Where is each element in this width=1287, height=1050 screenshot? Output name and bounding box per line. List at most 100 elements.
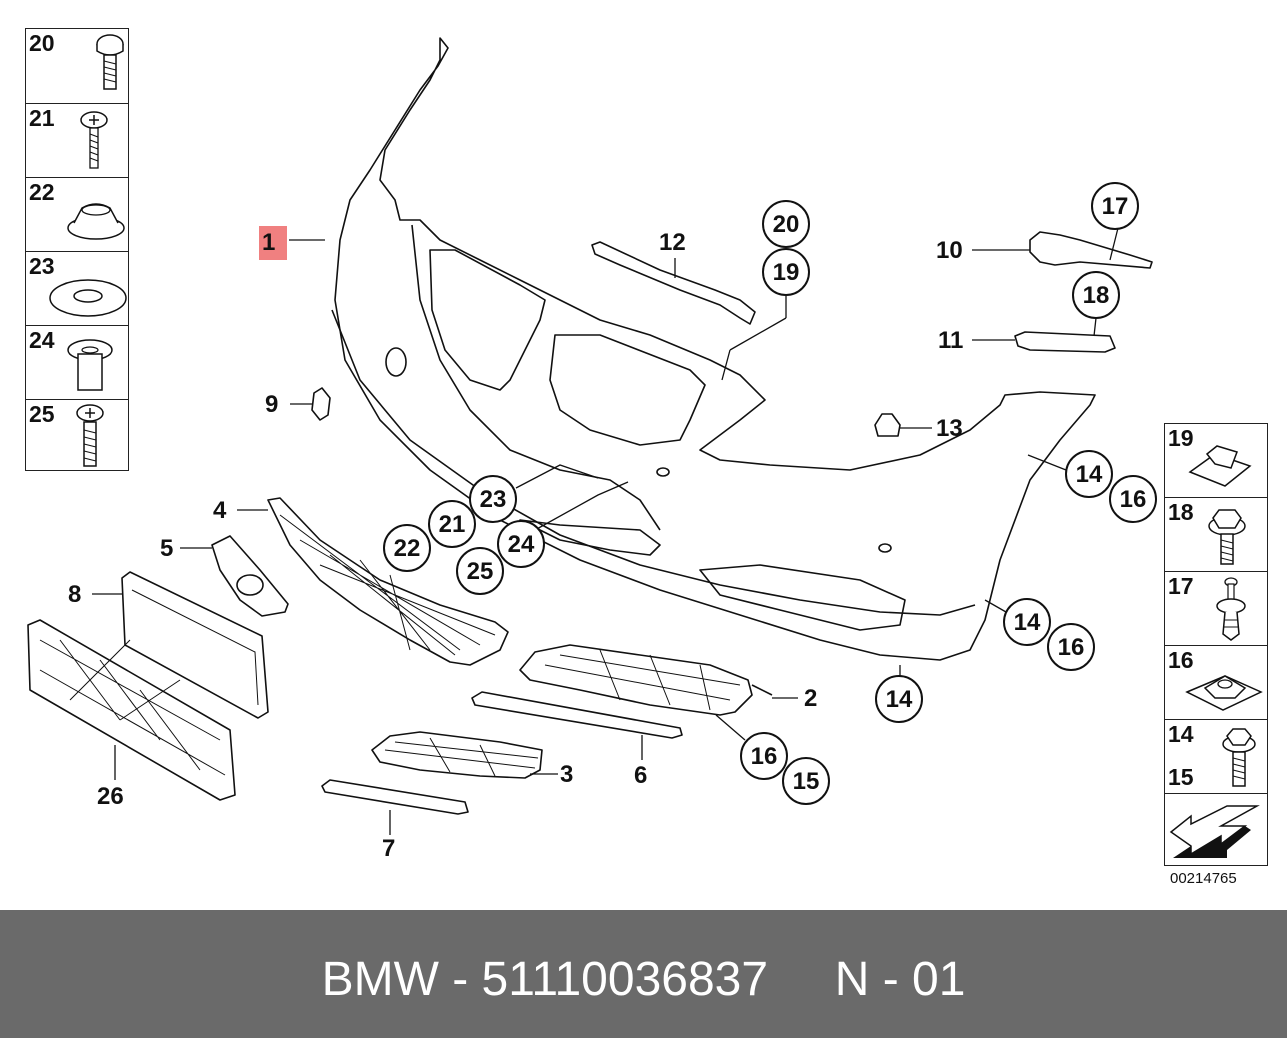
legend-cell-arrow (1165, 793, 1267, 865)
legend-number: 14 (1168, 721, 1194, 747)
part-10-bracket (1029, 231, 1153, 269)
svg-text:20: 20 (773, 211, 800, 238)
highlight-box (259, 226, 287, 260)
circle-label-24: 24 (497, 520, 545, 568)
svg-text:14: 14 (1076, 461, 1103, 488)
circle-label-21: 21 (428, 500, 476, 548)
circle-label-20: 20 (762, 200, 810, 248)
svg-text:16: 16 (1058, 634, 1085, 661)
part-12-strip (591, 241, 756, 325)
circle-label-22: 22 (383, 524, 431, 572)
circle-label-14c: 14 (875, 675, 923, 723)
svg-text:16: 16 (1120, 486, 1147, 513)
expansion-rivet-icon (1216, 577, 1246, 641)
circle-label-15: 15 (782, 757, 830, 805)
part-13-clip (874, 413, 901, 437)
part-11-bracket (1014, 331, 1116, 353)
legend-number: 18 (1168, 499, 1194, 525)
legend-cell-17: 17 (1165, 571, 1267, 645)
svg-text:16: 16 (751, 743, 778, 770)
legend-number: 20 (29, 30, 55, 56)
grommet-icon (67, 203, 125, 240)
circle-label-16c: 16 (740, 732, 788, 780)
svg-text:19: 19 (773, 259, 800, 286)
circle-label-16a: 16 (1109, 475, 1157, 523)
circle-label-19: 19 (762, 248, 810, 296)
legend-number-secondary: 15 (1168, 764, 1194, 790)
label-8: 8 (68, 581, 81, 608)
hex-bolt-icon (1222, 728, 1256, 787)
legend-cell-20: 20 (26, 29, 128, 103)
diagram-reference-code: 00214765 (1170, 870, 1237, 887)
legend-cell-14-15: 14 15 (1165, 719, 1267, 793)
part-number-caption: BMW - 51110036837 N - 01 (321, 953, 966, 1006)
circle-label-14b: 14 (1003, 598, 1051, 646)
part-7-strip (321, 779, 469, 815)
legend-number: 23 (29, 253, 55, 279)
label-13: 13 (936, 415, 963, 442)
part-2-grille (519, 644, 753, 716)
hex-bolt-icon (1208, 509, 1246, 565)
part-6-strip (471, 691, 683, 739)
svg-text:25: 25 (467, 558, 494, 585)
circle-label-18: 18 (1072, 271, 1120, 319)
legend-number: 21 (29, 105, 55, 131)
svg-text:15: 15 (793, 768, 820, 795)
label-4: 4 (213, 497, 227, 524)
svg-text:22: 22 (394, 535, 421, 562)
legend-cell-16: 16 (1165, 645, 1267, 719)
footer-bar: BMW - 51110036837 N - 01 (0, 910, 1287, 1038)
circle-label-16b: 16 (1047, 623, 1095, 671)
bumper-cover (331, 37, 1096, 661)
legend-number: 22 (29, 179, 55, 205)
screw-icon (76, 404, 104, 467)
label-1: 1 (262, 229, 275, 256)
label-5: 5 (160, 535, 173, 562)
label-11: 11 (938, 327, 963, 354)
svg-text:24: 24 (508, 531, 535, 558)
label-6: 6 (634, 762, 647, 789)
legend-number: 17 (1168, 573, 1194, 599)
circle-label-17: 17 (1091, 182, 1139, 230)
legend-number: 25 (29, 401, 55, 427)
screw-icon (96, 34, 124, 90)
svg-text:23: 23 (480, 486, 507, 513)
legend-cell-23: 23 (26, 251, 128, 325)
legend-number: 24 (29, 327, 55, 353)
svg-text:17: 17 (1102, 193, 1129, 220)
part-3-grille (371, 731, 543, 779)
right-fastener-legend: 19 18 17 16 (1164, 423, 1268, 866)
svg-text:14: 14 (886, 686, 913, 713)
parts-diagram: 1 2 3 4 5 6 7 8 9 10 11 12 13 26 20 19 1… (25, 28, 1268, 887)
svg-text:18: 18 (1083, 282, 1110, 309)
part-5-bracket (211, 535, 289, 617)
screw-icon (80, 111, 108, 169)
leader-lines (92, 227, 1119, 835)
clip-nut-icon (1188, 445, 1252, 487)
circle-label-25: 25 (456, 547, 504, 595)
label-7: 7 (382, 835, 395, 862)
label-9: 9 (265, 391, 278, 418)
part-9-cap (311, 387, 331, 421)
left-fastener-legend: 20 21 22 23 (25, 28, 129, 471)
part-number-labels: 1 2 3 4 5 6 7 8 9 10 11 12 13 26 (68, 229, 963, 862)
label-26: 26 (97, 783, 124, 810)
legend-cell-24: 24 (26, 325, 128, 399)
washer-icon (49, 279, 127, 317)
bumper-exploded-view: 1 2 3 4 5 6 7 8 9 10 11 12 13 26 20 19 1… (27, 37, 1157, 862)
label-10: 10 (936, 237, 963, 264)
legend-cell-25: 25 (26, 399, 128, 470)
legend-cell-22: 22 (26, 177, 128, 251)
legend-cell-19: 19 (1165, 424, 1267, 497)
label-3: 3 (560, 761, 573, 788)
spacer-nut-icon (67, 339, 113, 391)
svg-text:14: 14 (1014, 609, 1041, 636)
legend-cell-21: 21 (26, 103, 128, 177)
spring-nut-icon (1185, 675, 1263, 711)
circled-labels: 20 19 17 18 23 21 24 22 25 14 16 14 16 1… (383, 182, 1157, 805)
circle-label-14a: 14 (1065, 450, 1113, 498)
legend-number: 19 (1168, 425, 1194, 451)
part-4-grille (267, 497, 509, 666)
legend-cell-18: 18 (1165, 497, 1267, 571)
part-26-carrier (27, 619, 236, 801)
